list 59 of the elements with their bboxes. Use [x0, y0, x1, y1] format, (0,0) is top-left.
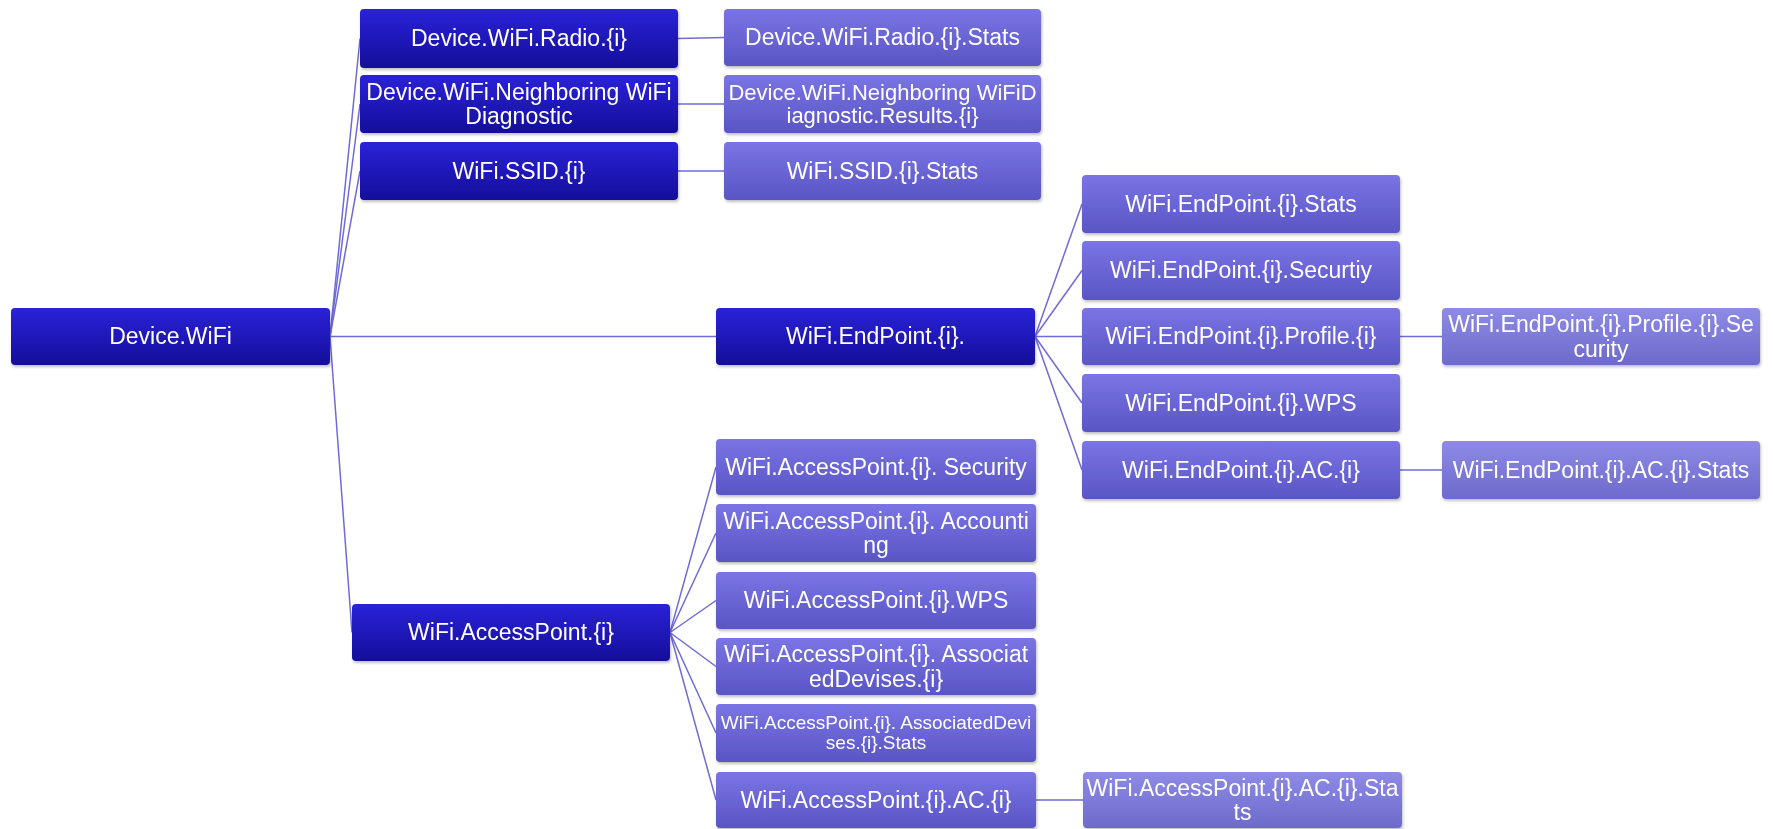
connector-line: [669, 631, 717, 801]
tree-node-box: [1442, 441, 1760, 499]
node-label: Device.WiFi.Neighboring WiFiDiagnostic.Results.{i}: [727, 80, 1038, 128]
tree-node-box: [716, 572, 1036, 629]
node-label: WiFi.AccessPoint.{i}: [408, 620, 614, 645]
node-label: Device.WiFi.Radio.{i}: [411, 26, 627, 51]
connector-line: [1034, 335, 1083, 338]
tree-node-box: [716, 704, 1036, 762]
tree-node-box: [724, 142, 1041, 200]
connector-line: [329, 335, 717, 338]
node-label: WiFi.EndPoint.{i}.Profile.{i}.Security: [1447, 312, 1755, 361]
tree-node-box: [352, 604, 670, 661]
connector-line: [669, 599, 717, 634]
connector-line: [329, 170, 361, 338]
connector-line: [677, 36, 725, 40]
connector-line: [669, 631, 717, 668]
node-label: WiFi.AccessPoint.{i}. Security: [725, 454, 1027, 480]
tree-node-box: [716, 308, 1035, 365]
node-label: WiFi.AccessPoint.{i}. AssociatedDevises.{i}: [722, 642, 1030, 691]
node-label: WiFi.EndPoint.{i}.AC.{i}.Stats: [1452, 457, 1750, 483]
connector-line: [1034, 335, 1083, 404]
tree-node-box: [1082, 441, 1400, 499]
node-label: WiFi.AccessPoint.{i}. AssociatedDevises.{i}.Stats: [719, 713, 1033, 753]
tree-node-box: [1082, 241, 1400, 300]
node-label: WiFi.EndPoint.{i}.WPS: [1125, 390, 1357, 416]
tree-node-box: [1082, 374, 1400, 432]
tree-node-box: [716, 439, 1036, 495]
node-label: WiFi.EndPoint.{i}.Stats: [1125, 191, 1357, 217]
tree-node-box: [1082, 308, 1400, 365]
connector-line: [1034, 335, 1083, 471]
node-label: WiFi.EndPoint.{i}.Securtiy: [1109, 258, 1373, 283]
connector-line: [1034, 269, 1083, 338]
connector-line: [677, 103, 725, 105]
tree-node-box: [716, 638, 1036, 695]
node-label: WiFi.SSID.{i}: [452, 158, 586, 184]
tree-node-box: [724, 9, 1041, 66]
node-label: WiFi.SSID.{i}.Stats: [786, 158, 979, 184]
connector-line: [1035, 799, 1084, 801]
tree-node-box: [716, 772, 1036, 828]
node-label: Device.WiFi: [109, 324, 232, 349]
node-label: WiFi.AccessPoint.{i}.AC.{i}.Stats: [1086, 775, 1399, 825]
node-label: Device.WiFi.Radio.{i}.Stats: [745, 25, 1020, 50]
connector-line: [669, 532, 717, 634]
connector-line: [677, 170, 725, 172]
connector-line: [1399, 469, 1443, 471]
node-label: Device.WiFi.Neighboring WiFiDiagnostic: [365, 79, 673, 129]
node-label: WiFi.AccessPoint.{i}.AC.{i}: [740, 787, 1012, 813]
node-label: WiFi.AccessPoint.{i}. Accounting: [722, 508, 1030, 558]
tree-node-box: [1082, 175, 1400, 233]
node-label: WiFi.EndPoint.{i}.Profile.{i}: [1105, 324, 1377, 349]
connector-line: [1399, 335, 1443, 338]
node-label: WiFi.EndPoint.{i}.: [786, 324, 965, 349]
tree-node-box: [11, 308, 330, 365]
node-label: WiFi.EndPoint.{i}.AC.{i}: [1122, 457, 1360, 483]
tree-node-box: [360, 9, 678, 68]
connector-line: [669, 631, 717, 734]
tree-node-box: [716, 504, 1036, 562]
node-label: WiFi.AccessPoint.{i}.WPS: [743, 588, 1009, 613]
tree-node-box: [360, 142, 678, 200]
